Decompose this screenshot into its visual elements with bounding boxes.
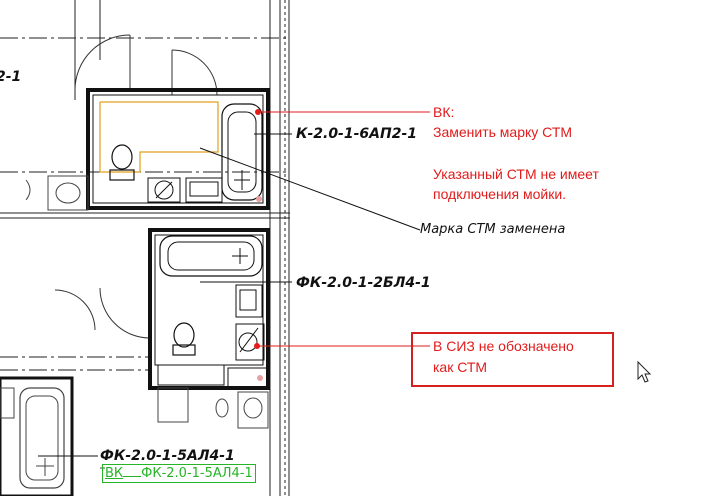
comment-1-title: ВК: xyxy=(433,104,455,120)
comment-2-line1: В СИЗ не обозначено xyxy=(433,338,574,354)
mouse-pointer-icon xyxy=(637,360,652,383)
fixtures-left xyxy=(0,175,269,496)
leader-lines xyxy=(38,111,430,457)
green-tag-prefix: ВК xyxy=(105,466,124,481)
room-label-mid[interactable]: ФК-2.0-1-2БЛ4-1 xyxy=(296,275,431,291)
comment-1-line3: подключения мойки. xyxy=(433,186,567,202)
partial-room-label: 2-1 xyxy=(0,69,22,85)
room-label-top[interactable]: К-2.0-1-6АП2-1 xyxy=(296,126,418,142)
note-changed-label[interactable]: Марка СТМ заменена xyxy=(420,222,566,237)
comment-1-line1: Заменить марку СТМ xyxy=(433,124,573,140)
door-swings xyxy=(54,34,218,339)
room-label-bottom[interactable]: ФК-2.0-1-5АЛ4-1 xyxy=(100,448,235,464)
axis-lines xyxy=(0,0,290,496)
room-mid-bathroom[interactable] xyxy=(148,228,270,390)
comment-1-line2: Указанный СТМ не имеет xyxy=(433,166,599,182)
green-tag[interactable]: ВК ФК-2.0-1-5АЛ4-1 xyxy=(102,464,256,483)
green-tag-separator xyxy=(123,466,142,477)
comment-2-line2: как СТМ xyxy=(433,359,488,375)
green-tag-text: ФК-2.0-1-5АЛ4-1 xyxy=(141,466,253,481)
room-top-bathroom[interactable] xyxy=(86,88,270,210)
comment-2-box[interactable] xyxy=(411,332,614,387)
